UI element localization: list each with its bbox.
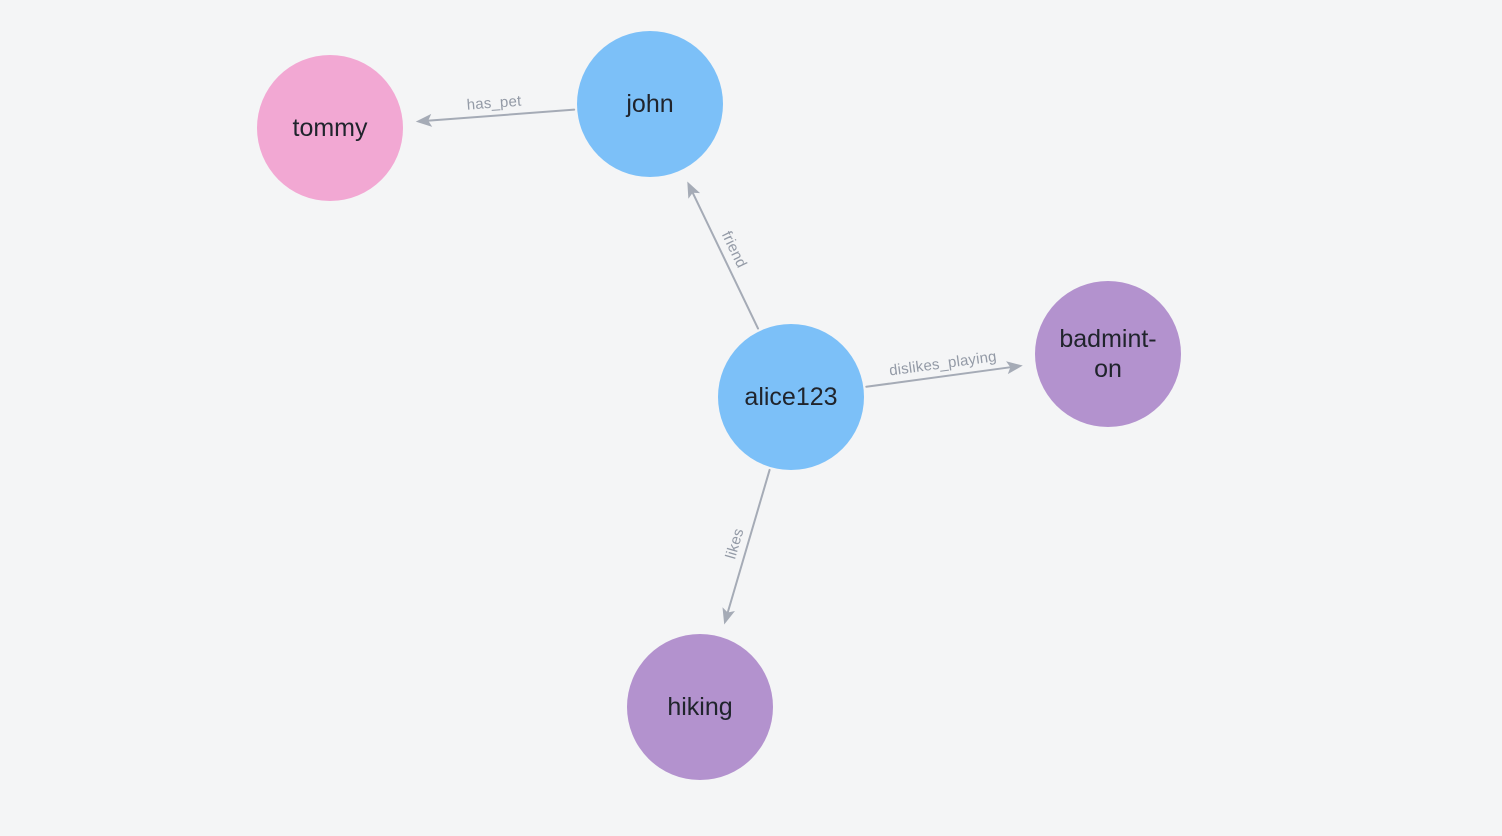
node-circle-alice123[interactable]	[718, 324, 864, 470]
node-circle-hiking[interactable]	[627, 634, 773, 780]
graph-node-alice123[interactable]: alice123	[718, 324, 864, 470]
edge-arrowhead-likes	[722, 607, 735, 625]
edge-arrowhead-friend	[687, 181, 701, 199]
graph-node-hiking[interactable]: hiking	[627, 634, 773, 780]
node-circle-tommy[interactable]	[257, 55, 403, 201]
graph-node-john[interactable]: john	[577, 31, 723, 177]
graph-edge-likes[interactable]: likes	[722, 468, 771, 625]
edge-label: dislikes_playing	[888, 348, 998, 379]
node-circle-john[interactable]	[577, 31, 723, 177]
edge-line-friend[interactable]	[691, 192, 760, 330]
edge-arrowhead-has_pet	[415, 113, 433, 127]
edge-line-likes[interactable]	[726, 468, 771, 614]
graph-node-tommy[interactable]: tommy	[257, 55, 403, 201]
node-circle-badminton[interactable]	[1035, 281, 1181, 427]
graph-edge-dislikes_playing[interactable]: dislikes_playing	[865, 348, 1023, 388]
edge-label: friend	[718, 228, 750, 270]
graph-node-badminton[interactable]: badmint-on	[1035, 281, 1181, 427]
edge-line-has_pet[interactable]	[427, 108, 576, 122]
edge-line-dislikes_playing[interactable]	[865, 366, 1011, 388]
edge-arrowhead-dislikes_playing	[1006, 361, 1023, 375]
graph-edge-friend[interactable]: friend	[687, 181, 760, 330]
graph-edge-has_pet[interactable]: has_pet	[415, 93, 576, 127]
edge-label: has_pet	[466, 93, 523, 114]
